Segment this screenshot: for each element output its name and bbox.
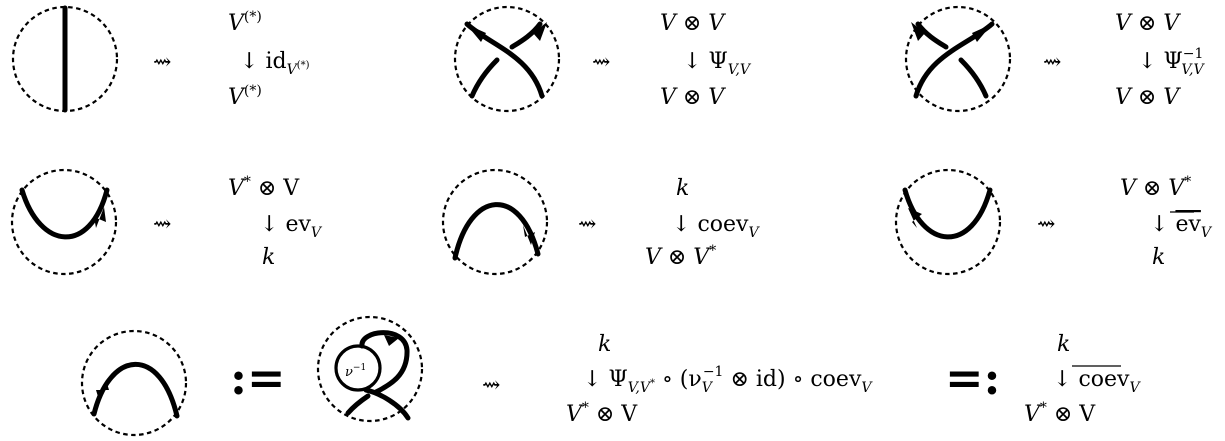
cup-strand [19,187,110,240]
coev-top: k [676,176,689,201]
dashed-disc [316,315,424,423]
cbar-top: k [1057,332,1070,357]
nu-label: ν−1 [345,363,366,380]
dashed-disc [10,168,118,276]
identity-label: V(*) ↓ idV(*) V(*) [228,9,310,110]
comp-bottom: V* ⊗ V [566,400,638,427]
loop-strand [359,330,410,395]
leadsto-arrow-7: ⇝ [482,373,500,398]
dashed-disc [441,168,549,276]
inverse-braid-diagram [904,5,1012,113]
braid-bottom: V ⊗ V [660,85,726,110]
composite-label: k ↓ ΨV,V* ∘ (νV−1 ⊗ id) ∘ coevV V* ⊗ V [566,332,873,427]
leadsto-arrow-5: ⇝ [578,212,596,237]
inv-braid-bottom: V ⊗ V [1115,85,1181,110]
arrow-head-icon [908,208,922,228]
braid-diagram [453,5,561,113]
cbar-map: ↓ coevV [1053,367,1141,396]
arrow-head-icon [533,22,547,41]
leadsto-arrow-6: ⇝ [1037,212,1055,237]
leadsto-arrow-1: ⇝ [153,50,171,75]
ev-bottom: k [262,245,275,270]
ev-map: ↓ evV [260,212,323,241]
evbar-bottom: k [1152,245,1165,270]
braid-map: ↓ ΨV,V [683,49,752,78]
arrow-head-icon [972,24,992,42]
coev-diagram [441,168,549,276]
ev-bar-diagram [894,168,1002,276]
left-leg-strand [345,393,371,416]
defines-symbol: := [230,351,286,405]
ev-bar-label: V ⊗ V* ↓ evV k [1120,174,1213,270]
nu-coupon [334,344,382,392]
coev-map: ↓ coevV [672,212,760,241]
dashed-disc [904,5,1012,113]
under-strand-top [915,21,949,50]
under-strand-bottom [469,57,500,99]
id-map: ↓ idV(*) [240,49,310,78]
leadsto-arrow-4: ⇝ [153,212,171,237]
coev-label: k ↓ coevV V ⊗ V* [645,176,760,270]
arrow-head-icon [384,335,399,346]
dashed-disc [894,168,1002,276]
inv-braid-top: V ⊗ V [1115,11,1181,36]
braid-top: V ⊗ V [660,11,726,36]
under-strand-bottom [958,57,989,99]
twist-diagram: ν−1 [316,315,424,423]
arrow-head-icon [523,225,535,245]
leadsto-arrow-2: ⇝ [592,50,610,75]
id-top: V(*) [228,9,262,36]
id-bottom: V(*) [228,83,262,110]
arrow-head-icon [96,380,109,400]
cap-strand [452,202,541,261]
dashed-disc [453,5,561,113]
under-strand-top [509,21,543,50]
ev-diagram [10,168,118,276]
leadsto-arrow-3: ⇝ [1043,50,1061,75]
dashed-disc [80,329,188,437]
arrow-head-icon [466,24,486,42]
arrow-head-icon [911,22,925,41]
right-leg-strand [363,387,411,421]
coev-bar-label: k ↓ coevV V* ⊗ V [1024,332,1141,427]
cbar-bottom: V* ⊗ V [1024,400,1096,427]
cap-strand [91,361,180,419]
cup-strand [902,187,993,240]
ev-label: V* ⊗ V ↓ evV k [228,174,323,270]
braid-label: V ⊗ V ↓ ΨV,V V ⊗ V [660,11,752,110]
coev-bottom: V ⊗ V* [645,243,716,270]
coev-bar-diagram [80,329,188,437]
comp-map: ↓ ΨV,V* ∘ (νV−1 ⊗ id) ∘ coevV [583,364,873,396]
arrow-head-icon [94,207,106,228]
identity-diagram [11,5,119,113]
comp-top: k [598,332,611,357]
evbar-top: V ⊗ V* [1120,174,1191,201]
ev-top: V* ⊗ V [228,174,300,201]
evbar-map: ↓ evV [1150,212,1213,241]
equals-defines-symbol: =: [945,351,1001,405]
